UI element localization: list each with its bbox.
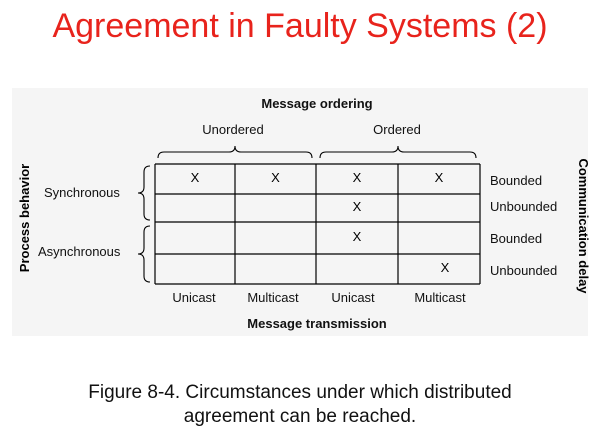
row-label-unbounded: Unbounded	[490, 263, 558, 278]
row-group-brace	[137, 165, 151, 221]
col-label-multicast: Multicast	[414, 290, 466, 305]
row-group-brace	[137, 225, 151, 283]
figure-caption: Figure 8-4. Circumstances under which di…	[0, 381, 600, 429]
row-group-synchronous: Synchronous	[44, 185, 120, 200]
col-group-unordered: Unordered	[202, 122, 264, 137]
cell-mark-x: X	[434, 170, 444, 185]
cell-mark-x: X	[190, 170, 200, 185]
cell-mark-x: X	[352, 199, 362, 214]
row-label-bounded: Bounded	[490, 231, 543, 246]
col-label-unicast: Unicast	[172, 290, 216, 305]
row-label-unbounded: Unbounded	[490, 199, 558, 214]
cell-mark-x: X	[271, 170, 280, 185]
cell-mark-x: X	[352, 170, 362, 185]
figure-background	[12, 88, 588, 336]
col-label-multicast: Multicast	[247, 290, 299, 305]
col-label-unicast: Unicast	[331, 290, 375, 305]
right-axis-label: Communication delay	[576, 158, 591, 294]
col-group-brace	[157, 145, 313, 159]
cell-mark-x: X	[440, 260, 450, 275]
col-group-brace	[319, 145, 477, 159]
bottom-axis-label: Message transmission	[247, 316, 387, 331]
row-label-bounded: Bounded	[490, 173, 543, 188]
col-group-ordered: Ordered	[373, 122, 421, 137]
caption-line: agreement can be reached.	[183, 406, 417, 427]
row-group-asynchronous: Asynchronous	[38, 244, 121, 259]
left-axis-label: Process behavior	[17, 163, 32, 273]
slide-title: Agreement in Faulty Systems (2)	[52, 7, 548, 45]
cell-mark-x: X	[352, 229, 362, 244]
caption-line: Figure 8-4. Circumstances under which di…	[88, 382, 512, 403]
top-axis-label: Message ordering	[261, 96, 373, 111]
